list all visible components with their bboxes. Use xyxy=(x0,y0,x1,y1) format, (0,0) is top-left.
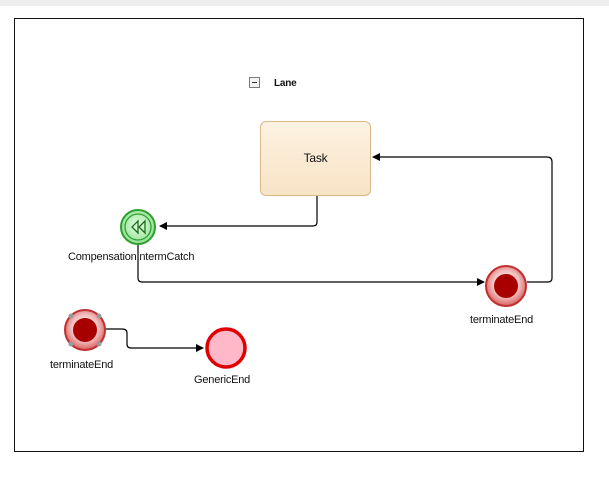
diagram-canvas[interactable] xyxy=(14,18,584,452)
flow-task-to-compensation[interactable] xyxy=(159,196,318,230)
compensation-event-label: CompensationIntermCatch xyxy=(68,251,195,263)
flow-terminate-to-task[interactable] xyxy=(372,153,553,283)
lane-collapse-button[interactable] xyxy=(249,77,260,88)
terminate-end-event-right[interactable] xyxy=(485,265,527,307)
compensation-event[interactable] xyxy=(120,209,156,245)
top-strip xyxy=(0,0,609,6)
task-node[interactable] xyxy=(260,121,371,196)
terminate-end-left-label: terminateEnd xyxy=(50,359,114,371)
selection-handles xyxy=(68,313,102,347)
flow-terminate-to-generic[interactable] xyxy=(106,328,204,352)
generic-end-event[interactable] xyxy=(205,327,247,369)
rewind-icon xyxy=(131,219,146,235)
task-label: Task xyxy=(303,151,328,165)
terminate-end-event-left[interactable] xyxy=(64,309,106,351)
terminate-end-right-label: terminateEnd xyxy=(470,314,534,326)
flow-compensation-to-terminate[interactable] xyxy=(137,243,485,286)
generic-end-label: GenericEnd xyxy=(194,374,251,386)
lane-label: Lane xyxy=(274,78,297,89)
